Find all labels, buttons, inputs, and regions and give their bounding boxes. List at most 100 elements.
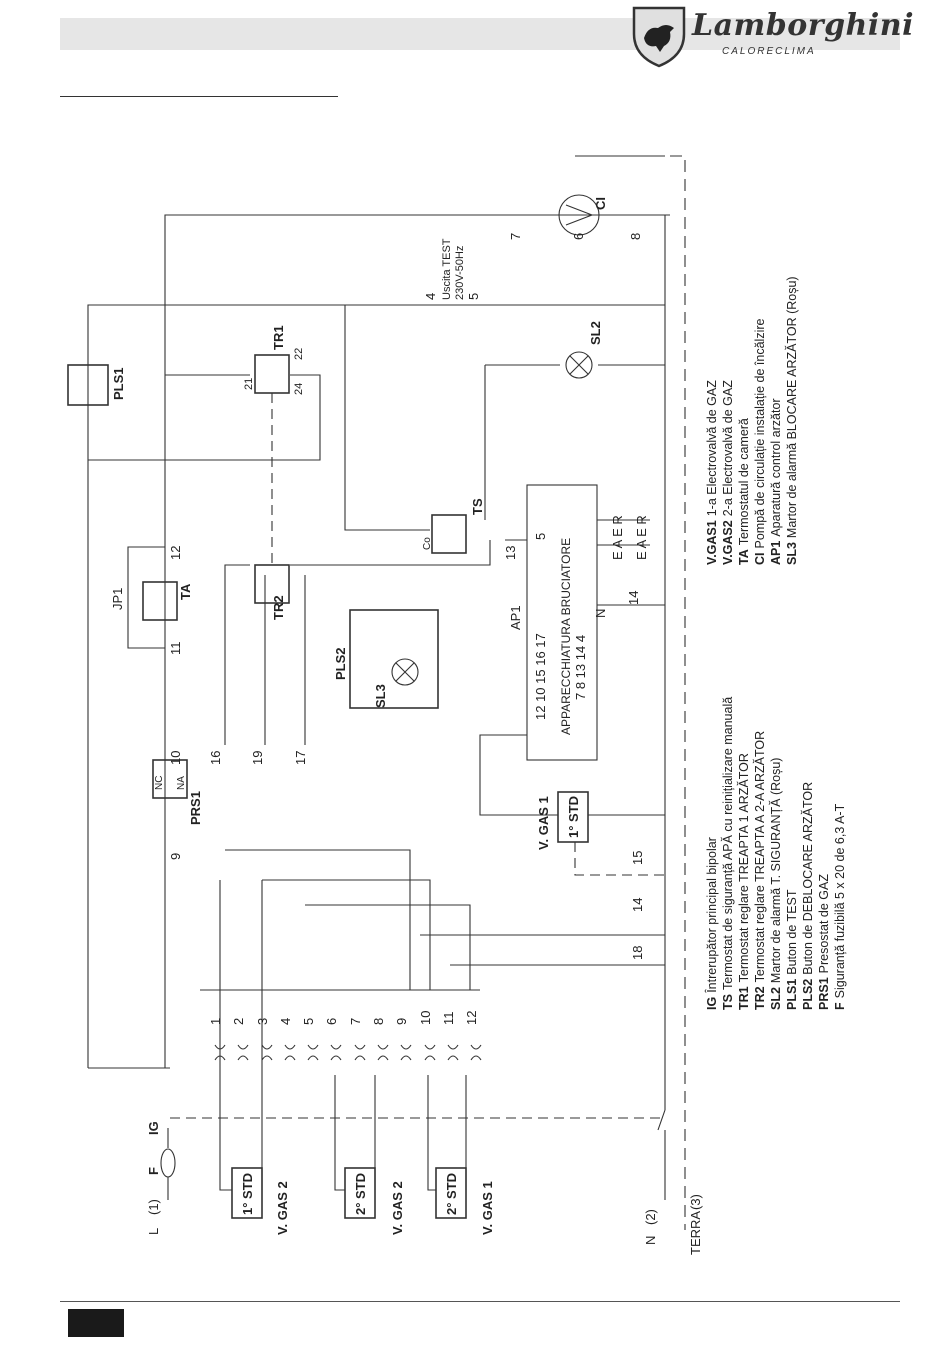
terra-num-label: (3) <box>688 1194 703 1210</box>
footer-rule <box>60 1301 900 1302</box>
uscita-label: Uscita TEST <box>441 238 453 300</box>
valve-1-name: V. GAS 2 <box>275 1181 290 1235</box>
conn-9: 9 <box>394 1018 409 1025</box>
tr1-label: TR1 <box>271 325 286 350</box>
conn-1: 1 <box>208 1018 223 1025</box>
bull-shield-icon <box>632 6 686 68</box>
t14-label: 14 <box>630 898 645 912</box>
legend-right-5: SL3Martor de alarmă BLOCARE ARZĂTOR (Roș… <box>784 276 799 565</box>
ap1-t5: 5 <box>533 533 548 540</box>
conn-4: 4 <box>278 1018 293 1025</box>
conn-5: 5 <box>301 1018 316 1025</box>
ap1-terms-bottom: 7 8 13 14 4 <box>573 635 588 700</box>
valve-2-std: 2° STD <box>353 1173 368 1215</box>
top-valve-std: 1° STD <box>566 796 581 838</box>
conn-7: 7 <box>348 1018 363 1025</box>
legend-right-3: CIPompă de circulație instalație de încă… <box>753 318 767 565</box>
legend-left-3: TR2Termostat reglare TREAPTA A 2-A ARZĂT… <box>752 731 767 1010</box>
title-rule <box>60 96 338 97</box>
ap1-n-label: N <box>593 609 608 618</box>
conn-6: 6 <box>324 1018 339 1025</box>
legend-left-0: IGÎntrerupător principal bipolar <box>704 837 719 1010</box>
terra-label: TERRA <box>688 1211 703 1255</box>
legend-left-1: TSTermostat de siguranță APĂ cu reiniția… <box>720 697 735 1010</box>
t4-label: 4 <box>423 293 438 300</box>
valve-1-std: 1° STD <box>240 1173 255 1215</box>
l-num-label: (1) <box>146 1199 161 1215</box>
ig-label: IG <box>146 1121 161 1135</box>
t21-label: 21 <box>243 378 255 390</box>
ci-label: CI <box>593 197 608 210</box>
legend-right: V.GAS11-a Electrovalvă de GAZ V.GAS22-a … <box>705 276 799 565</box>
legend-left-2: TR1Termostat reglare TREAPTA 1 ARZĂTOR <box>736 753 751 1010</box>
ts-label: TS <box>470 498 485 515</box>
prs1-label: PRS1 <box>188 791 203 825</box>
legend-left-4: SL2Martor de alarmă T. SIGURANȚĂ (Roșu) <box>768 758 783 1010</box>
conn-10: 10 <box>418 1011 433 1025</box>
ap1-title: APPARECCHIATURA BRUCIATORE <box>559 538 573 735</box>
ap1-label: AP1 <box>508 605 523 630</box>
legend-right-2: TATermostatul de cameră <box>737 418 751 565</box>
pls1-label: PLS1 <box>111 367 126 400</box>
header-bar <box>60 18 900 50</box>
valve-3-std: 2° STD <box>444 1173 459 1215</box>
legend-left-6: PLS2Buton de DEBLOCARE ARZĂTOR <box>800 782 815 1010</box>
legend-left-5: PLS1Buton de TEST <box>785 889 799 1010</box>
t11-label: 11 <box>168 642 183 656</box>
t8-label: 8 <box>628 233 643 240</box>
t15-label: 15 <box>630 851 645 865</box>
eaer-top: E A E R <box>610 515 625 560</box>
jp1-label: JP1 <box>110 588 125 610</box>
brand-sub: CALORECLIMA <box>722 46 816 57</box>
valve-2-name: V. GAS 2 <box>390 1181 405 1235</box>
conn-11: 11 <box>441 1012 456 1026</box>
t18-label: 18 <box>630 946 645 960</box>
legend-right-4: AP1Aparatură control arzător <box>769 398 783 565</box>
legend-right-1: V.GAS22-a Electrovalvă de GAZ <box>721 380 735 565</box>
eaer-bottom: E A E R <box>634 515 649 560</box>
t9-label: 9 <box>168 853 183 860</box>
conn-8: 8 <box>371 1018 386 1025</box>
vgas1-top-label: V. GAS 1 <box>536 796 551 850</box>
fuse-label: F <box>146 1167 161 1175</box>
legend-left-7: PRS1Presostat de GAZ <box>817 874 831 1010</box>
t12-label: 12 <box>168 546 183 560</box>
connector-numbers: 1 2 3 4 5 6 7 8 9 10 11 12 <box>208 1011 479 1025</box>
legend-left-8: FSiguranță fuzibilă 5 x 20 de 6,3 A-T <box>833 803 847 1010</box>
t22-label: 22 <box>293 348 305 360</box>
n-num-label: (2) <box>643 1209 658 1225</box>
conn-3: 3 <box>255 1018 270 1025</box>
valve-3-name: V. GAS 1 <box>480 1181 495 1235</box>
brand-logo: Lamborghini CALORECLIMA <box>630 4 913 68</box>
connector-row <box>214 1044 482 1061</box>
ta-label: TA <box>178 583 193 600</box>
conn-12: 12 <box>464 1011 479 1025</box>
sl2-label: SL2 <box>588 321 603 345</box>
t13-label: 13 <box>503 546 518 560</box>
n-label: N <box>643 1236 658 1245</box>
pls2-label: PLS2 <box>333 647 348 680</box>
l-label: L <box>146 1228 161 1235</box>
t10-label: 10 <box>168 751 183 765</box>
uscita-voltage: 230V-50Hz <box>454 246 466 300</box>
legend-left: IGÎntrerupător principal bipolar TSTermo… <box>704 697 847 1010</box>
prs1-na-label: NA <box>176 776 187 790</box>
t16-label: 16 <box>208 751 223 765</box>
conn-2: 2 <box>231 1018 246 1025</box>
t7-label: 7 <box>508 233 523 240</box>
brand-name: Lamborghini <box>692 8 914 43</box>
page-number-box <box>68 1309 124 1337</box>
t5-label: 5 <box>466 293 481 300</box>
ap1-terms-top: 12 10 15 16 17 <box>533 633 548 720</box>
sl3-label: SL3 <box>373 684 388 708</box>
t17-label: 17 <box>293 751 308 765</box>
t14-right: 14 <box>626 591 641 605</box>
tr2-label: TR2 <box>271 595 286 620</box>
prs1-nc-label: NC <box>154 776 165 790</box>
legend-right-0: V.GAS11-a Electrovalvă de GAZ <box>705 380 719 565</box>
t19-label: 19 <box>250 751 265 765</box>
t24-label: 24 <box>293 383 305 395</box>
t6-label: 6 <box>571 233 586 240</box>
ts-co-label: Co <box>422 537 433 550</box>
